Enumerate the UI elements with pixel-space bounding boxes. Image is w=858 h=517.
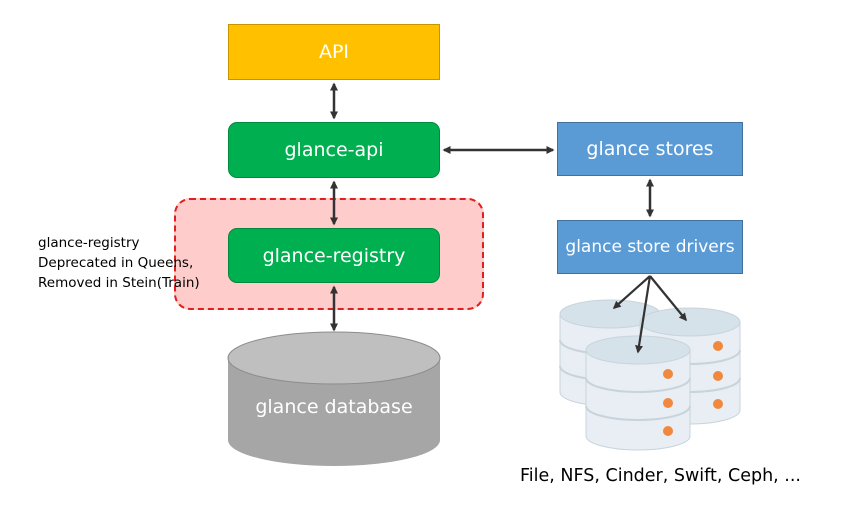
glance-registry-box: glance-registry: [228, 228, 440, 283]
glance-database-label: glance database: [255, 396, 413, 418]
database-cylinder-icon: [227, 331, 441, 466]
api-box: API: [228, 24, 440, 80]
arrow-driver-disk-left: [612, 275, 651, 309]
storage-backends-label: File, NFS, Cinder, Swift, Ceph, ...: [520, 466, 801, 486]
glance-api-box: glance-api: [228, 122, 440, 178]
storage-disk-icon: [585, 335, 691, 451]
arrow-driver-disk-right: [649, 275, 687, 322]
registry-deprecation-note: glance-registry Deprecated in Queens, Re…: [38, 233, 200, 293]
note-line-2: Deprecated in Queens,: [38, 255, 194, 271]
glance-stores-box: glance stores: [557, 122, 743, 176]
arrow-driver-disk-front: [635, 275, 652, 354]
note-line-3: Removed in Stein(Train): [38, 275, 200, 291]
note-line-1: glance-registry: [38, 235, 140, 251]
glance-store-drivers-box: glance store drivers: [557, 220, 743, 274]
